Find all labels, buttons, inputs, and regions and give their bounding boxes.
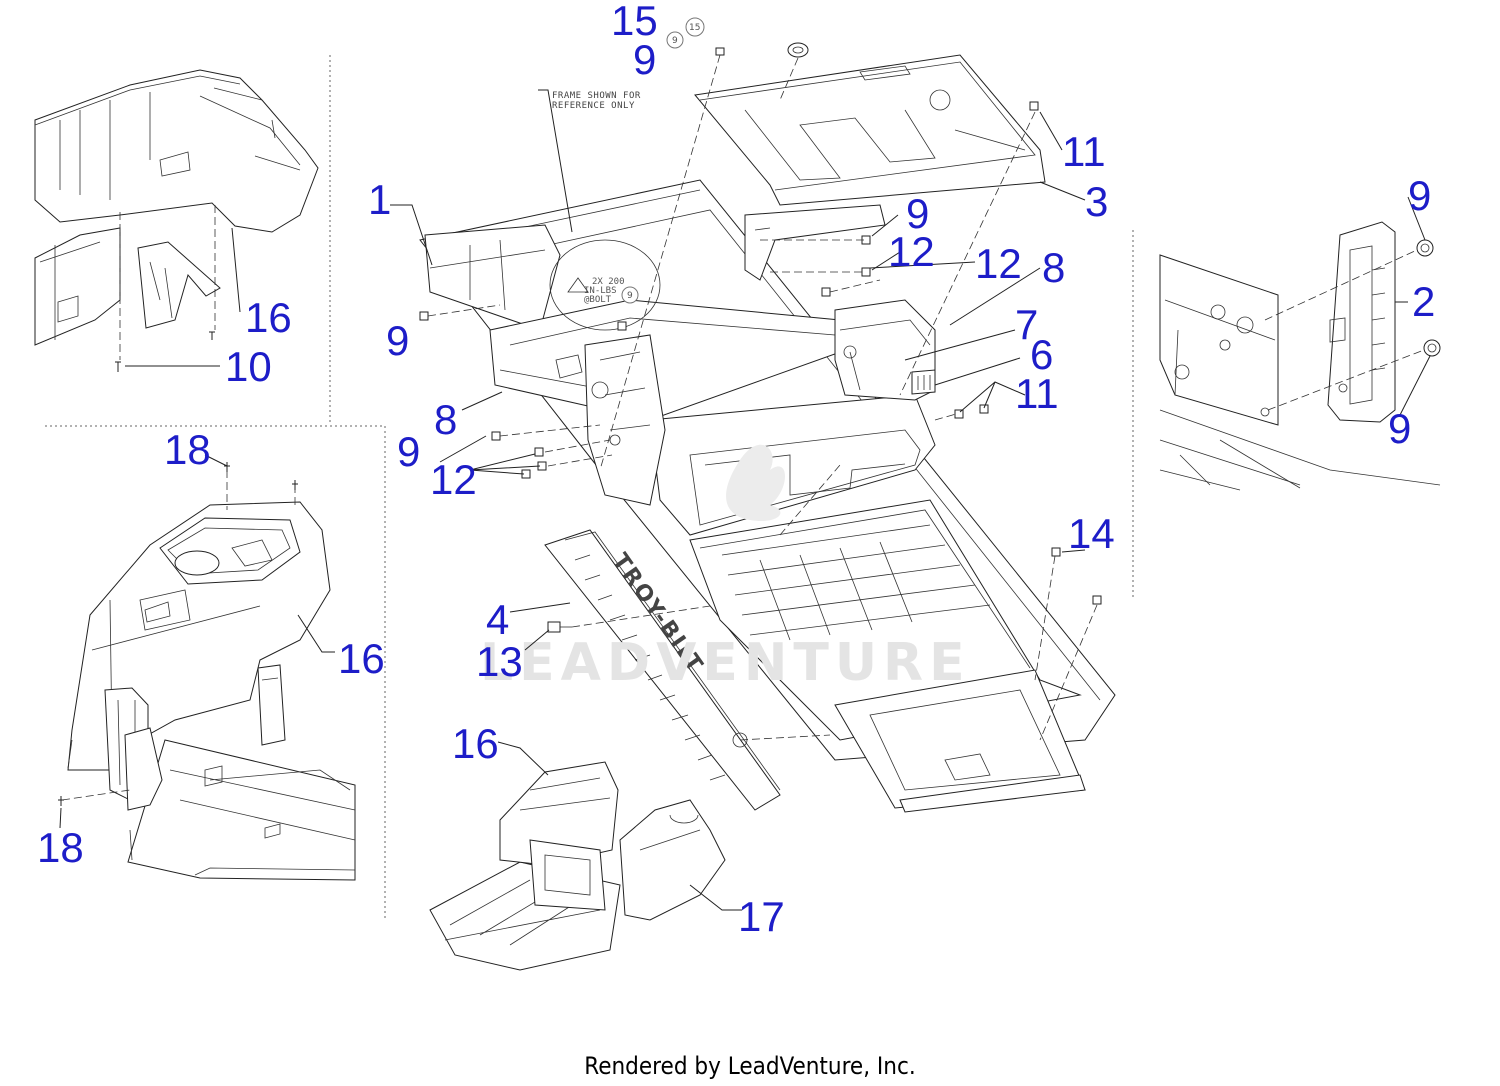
footer-credit: Rendered by LeadVenture, Inc. bbox=[584, 1052, 916, 1080]
callout-16-bottom: 16 bbox=[452, 720, 499, 767]
callout-15-top: 15 bbox=[611, 0, 658, 44]
reference-lines bbox=[427, 54, 1098, 741]
callout-3: 3 bbox=[1085, 178, 1108, 225]
torque-note: 2X 200 IN-LBS @BOLT bbox=[567, 277, 625, 305]
callout-2: 2 bbox=[1412, 278, 1435, 325]
bubble-9: 9 bbox=[672, 36, 678, 46]
leader-lines bbox=[59, 89, 1431, 911]
callout-16-bottom-left: 16 bbox=[338, 635, 385, 682]
torque-line1: 2X 200 bbox=[592, 277, 625, 287]
reference-bubbles: 15 9 9 bbox=[621, 17, 705, 304]
callout-1: 1 bbox=[368, 176, 391, 223]
panel-dividers bbox=[45, 55, 1134, 918]
callout-9-left: 9 bbox=[386, 317, 409, 364]
bubble-15: 15 bbox=[689, 23, 700, 33]
callout-labels: 15 9 11 3 1 9 12 12 8 7 6 11 9 8 9 12 14… bbox=[37, 0, 1435, 940]
callout-11-mid: 11 bbox=[1015, 370, 1059, 417]
callout-9-right-bottom: 9 bbox=[1388, 405, 1411, 452]
callout-18-top: 18 bbox=[164, 426, 211, 473]
callout-9-right-top: 9 bbox=[1408, 172, 1431, 219]
detail-top-left-cowl bbox=[34, 69, 319, 372]
callout-9-top: 9 bbox=[633, 36, 656, 83]
callout-10: 10 bbox=[225, 343, 272, 390]
callout-6: 6 bbox=[1030, 331, 1053, 378]
callout-14: 14 bbox=[1068, 510, 1115, 557]
detail-right-plate bbox=[1159, 221, 1441, 491]
callout-4: 4 bbox=[486, 596, 509, 643]
callout-8-right: 8 bbox=[1042, 244, 1065, 291]
callout-18-bottom: 18 bbox=[37, 824, 84, 871]
callout-12-b: 12 bbox=[975, 240, 1022, 287]
torque-line3: @BOLT bbox=[584, 295, 612, 305]
torque-line2: IN-LBS bbox=[584, 286, 617, 296]
callout-16-top-left: 16 bbox=[245, 294, 292, 341]
note-frame-line1: FRAME SHOWN FOR bbox=[552, 91, 641, 101]
callout-12-a: 12 bbox=[888, 228, 935, 275]
note-frame-line2: REFERENCE ONLY bbox=[552, 101, 635, 111]
frame-reference-note: FRAME SHOWN FOR REFERENCE ONLY bbox=[552, 91, 641, 111]
watermark-text: LEADVENTURE bbox=[480, 633, 971, 693]
callout-9-center: 9 bbox=[906, 190, 929, 237]
callout-8-left: 8 bbox=[434, 396, 457, 443]
frame-assembly bbox=[419, 179, 1116, 813]
callout-17: 17 bbox=[738, 893, 785, 940]
callout-9-low: 9 bbox=[397, 428, 420, 475]
callout-12-low: 12 bbox=[430, 456, 477, 503]
bubble-9-plate: 9 bbox=[627, 291, 633, 301]
mini-tractor-render bbox=[429, 761, 726, 971]
floor-grid bbox=[721, 524, 991, 641]
callout-7: 7 bbox=[1015, 301, 1038, 348]
hardware bbox=[419, 42, 1102, 633]
callout-13: 13 bbox=[476, 638, 523, 685]
callout-11-top: 11 bbox=[1062, 128, 1106, 175]
detail-bottom-left-console bbox=[58, 462, 356, 881]
seat-plate bbox=[694, 54, 1046, 206]
